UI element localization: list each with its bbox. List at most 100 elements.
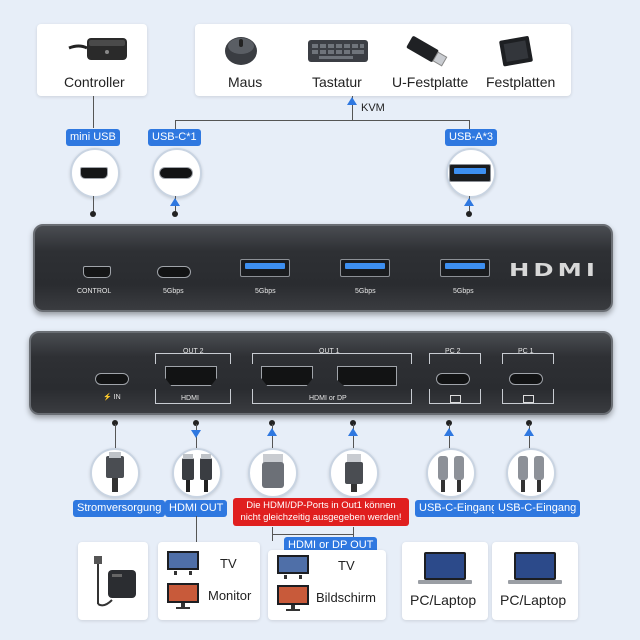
mouse-icon bbox=[225, 37, 257, 65]
front-usb-a-port-2 bbox=[340, 259, 390, 277]
usb-cable-icon bbox=[106, 452, 124, 492]
kvm-label: KVM bbox=[361, 102, 385, 114]
power-port bbox=[95, 373, 129, 385]
kvm-arrow bbox=[347, 97, 357, 105]
hard-drive-icon bbox=[499, 36, 533, 67]
pc1-laptop-label: PC/Laptop bbox=[500, 592, 567, 608]
power-in-label: ⚡ IN bbox=[103, 394, 121, 401]
power-line bbox=[115, 424, 116, 450]
tv-icon bbox=[277, 555, 309, 579]
controller-icon bbox=[68, 38, 127, 60]
out1-hdmi-dot bbox=[269, 420, 275, 426]
dp-cable-circle bbox=[329, 448, 379, 498]
out1-displays-card: TV Bildschirm bbox=[268, 550, 386, 620]
power-dot bbox=[112, 420, 118, 426]
tv-icon bbox=[167, 551, 199, 575]
mini-usb-line bbox=[93, 196, 94, 214]
dp-plug-icon bbox=[345, 454, 363, 492]
pc1-cable-circle bbox=[506, 448, 556, 498]
device-label-tastatur: Tastatur bbox=[312, 74, 362, 90]
pc1-bracket-top bbox=[502, 353, 554, 364]
laptop-icon bbox=[418, 552, 472, 584]
usb-c-port-detail bbox=[152, 148, 202, 198]
pc1-usb-c-port bbox=[509, 373, 543, 385]
usb-a-arrow bbox=[464, 198, 474, 206]
controller-card: Controller bbox=[37, 24, 147, 96]
tag-usb-a: USB-A*3 bbox=[445, 129, 498, 146]
usb-drive-icon bbox=[406, 36, 448, 67]
usb-c-arrow bbox=[170, 198, 180, 206]
power-adapter-card bbox=[78, 542, 148, 620]
out2-bracket-top bbox=[155, 353, 231, 364]
front-speed-4: 5Gbps bbox=[453, 288, 474, 295]
hdmi-cable-icon bbox=[182, 454, 212, 492]
laptop-icon bbox=[508, 552, 562, 584]
out1-sub-label: HDMI or DP bbox=[309, 395, 347, 402]
out2-arrow bbox=[191, 430, 201, 438]
control-port bbox=[83, 266, 111, 278]
pc1-bracket-bottom bbox=[502, 389, 554, 404]
hdmi-cable-circle bbox=[172, 448, 222, 498]
device-label-maus: Maus bbox=[228, 74, 263, 90]
out2-sub-label: HDMI bbox=[181, 395, 199, 402]
out1-hdmi-line bbox=[272, 424, 273, 450]
front-panel: CONTROL 5Gbps 5Gbps 5Gbps 5Gbps HDMI bbox=[33, 224, 613, 312]
tag-hdmi-or-dp-out: HDMI or DP OUT bbox=[284, 537, 378, 554]
pc1-dot bbox=[526, 420, 532, 426]
kvm-left-drop bbox=[175, 120, 176, 130]
pc1-laptop-card: PC/Laptop bbox=[492, 542, 578, 620]
warning-line-2: nicht gleichzeitig ausgegeben werden! bbox=[240, 512, 402, 523]
out2-label: OUT 2 bbox=[183, 348, 204, 355]
pc2-label: PC 2 bbox=[445, 348, 461, 355]
out1-bracket-bottom bbox=[252, 389, 412, 404]
peripherals-card: Maus Tastatur U-Festplatte Festplatten bbox=[195, 24, 571, 96]
out2-monitor-label: Monitor bbox=[208, 588, 252, 603]
usb-c-dot bbox=[172, 211, 178, 217]
controller-line bbox=[93, 96, 94, 128]
out2-displays-card: TV Monitor bbox=[158, 542, 260, 620]
out1-dp-line bbox=[353, 424, 354, 450]
pc2-line bbox=[449, 424, 450, 450]
tag-mini-usb: mini USB bbox=[66, 129, 120, 146]
out1-bracket-top bbox=[252, 353, 412, 364]
pc2-arrow bbox=[444, 428, 454, 436]
out1-hdmi-arrow bbox=[267, 428, 277, 436]
power-in-text: IN bbox=[113, 394, 121, 401]
kvm-right-drop bbox=[469, 120, 470, 130]
hdmi-plug-icon bbox=[262, 454, 284, 488]
out1-label: OUT 1 bbox=[319, 348, 340, 355]
hdmi-logo: HDMI bbox=[509, 260, 599, 281]
out1-tv-label: TV bbox=[338, 558, 355, 573]
pc2-bracket-top bbox=[429, 353, 481, 364]
usb-a-port-detail bbox=[446, 148, 496, 198]
device-label-u-festplatte: U-Festplatte bbox=[392, 74, 469, 90]
out2-bracket-bottom bbox=[155, 389, 231, 404]
keyboard-icon bbox=[308, 40, 368, 62]
tag-hdmi-out: HDMI OUT bbox=[165, 500, 228, 517]
front-usb-a-port-3 bbox=[440, 259, 490, 277]
hdmi-out-drop bbox=[196, 516, 197, 542]
mini-usb-port-detail bbox=[70, 148, 120, 198]
front-speed-3: 5Gbps bbox=[355, 288, 376, 295]
kvm-bracket bbox=[175, 120, 469, 121]
out2-tv-label: TV bbox=[220, 556, 237, 571]
pc1-line bbox=[529, 424, 530, 450]
pc2-monitor-icon bbox=[450, 395, 461, 403]
monitor-icon bbox=[167, 583, 199, 609]
out1-hdmi-port bbox=[261, 366, 313, 386]
kvm-stem bbox=[352, 96, 353, 121]
power-adapter-icon bbox=[94, 556, 136, 607]
pc2-laptop-card: PC/Laptop bbox=[402, 542, 488, 620]
hdmi-adapter-circle bbox=[248, 448, 298, 498]
out1-right-drop bbox=[353, 527, 354, 541]
front-speed-2: 5Gbps bbox=[255, 288, 276, 295]
control-label: CONTROL bbox=[77, 288, 112, 295]
warning-box: Die HDMI/DP-Ports in Out1 können nicht g… bbox=[233, 498, 409, 526]
mini-usb-dot bbox=[90, 211, 96, 217]
back-panel: ⚡ IN OUT 2 HDMI OUT 1 HDMI or DP PC 2 PC… bbox=[29, 331, 613, 415]
out1-dp-port bbox=[337, 366, 397, 386]
pc2-dot bbox=[446, 420, 452, 426]
pc2-usb-c-port bbox=[436, 373, 470, 385]
pc1-label: PC 1 bbox=[518, 348, 534, 355]
warning-line-1: Die HDMI/DP-Ports in Out1 können bbox=[246, 500, 396, 511]
